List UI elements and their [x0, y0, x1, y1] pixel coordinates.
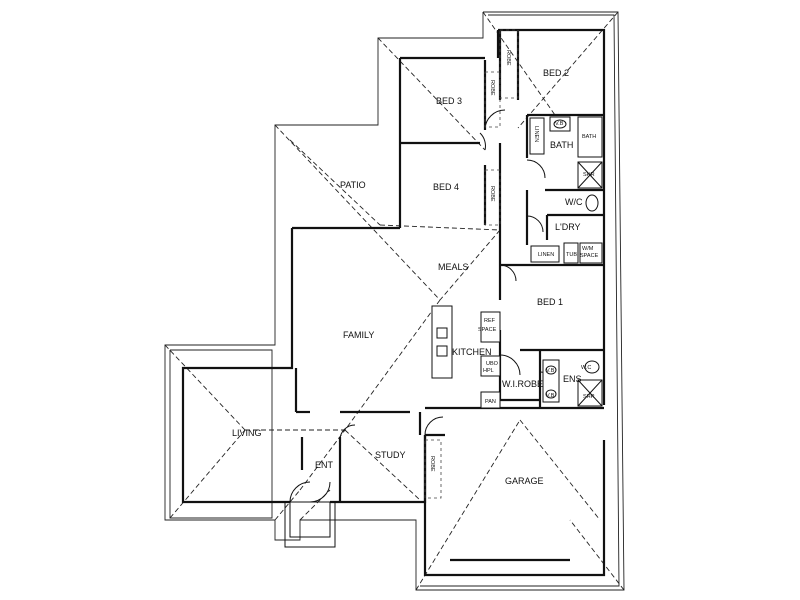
label-living: LIVING — [232, 428, 262, 438]
label-bath-tub: BATH — [582, 134, 596, 140]
roof-hip-lines — [164, 11, 625, 591]
label-kitchen: KITCHEN — [452, 347, 492, 357]
label-ldry: L'DRY — [555, 222, 581, 232]
fixture-labels: ROBE ROBE ROBE ROBE LINEN LINEN V.B BATH… — [429, 50, 599, 472]
entry-porch — [284, 501, 336, 548]
label-linen-ldry: LINEN — [538, 252, 554, 258]
label-wc-ens: W.C — [581, 365, 591, 371]
label-family: FAMILY — [343, 330, 374, 340]
label-bed4: BED 4 — [433, 182, 459, 192]
robes — [424, 29, 560, 499]
label-pan: PAN — [485, 399, 496, 405]
label-ent: ENT — [315, 460, 334, 470]
label-wc: W/C — [565, 197, 583, 207]
label-bed1: BED 1 — [537, 297, 563, 307]
label-wirobe: W.I.ROBE — [502, 379, 543, 389]
label-vb-ens-2: V.B — [546, 393, 555, 399]
label-study: STUDY — [375, 450, 406, 460]
label-robe-bed3: ROBE — [489, 80, 495, 96]
bath-fixtures — [549, 116, 603, 264]
label-robe-bed4: ROBE — [489, 186, 495, 202]
room-labels: BED 2 BED 3 BED 4 PATIO MEALS BED 1 FAMI… — [232, 68, 583, 486]
label-bed3: BED 3 — [436, 96, 462, 106]
label-garage: GARAGE — [505, 476, 544, 486]
kitchen-bench — [480, 311, 501, 409]
label-shr-ens: SHR — [583, 394, 595, 400]
label-bed2: BED 2 — [543, 68, 569, 78]
label-robe-bed2: ROBE — [505, 50, 511, 66]
label-meals: MEALS — [438, 262, 469, 272]
label-linen-hall: LINEN — [533, 126, 539, 142]
label-vb-ens-1: V.B — [546, 368, 555, 374]
label-vb-bath: V.B — [555, 121, 564, 127]
label-shr-bath: SHR — [583, 172, 595, 178]
label-robe-study: ROBE — [429, 456, 435, 472]
label-ens: ENS — [563, 374, 582, 384]
door-swings — [289, 109, 557, 503]
ensuite-fixtures — [542, 359, 603, 407]
kitchen-island — [431, 305, 453, 379]
label-tub: TUB — [566, 252, 577, 258]
label-bath: BATH — [550, 140, 573, 150]
external-walls — [181, 28, 606, 577]
label-patio: PATIO — [340, 180, 366, 190]
